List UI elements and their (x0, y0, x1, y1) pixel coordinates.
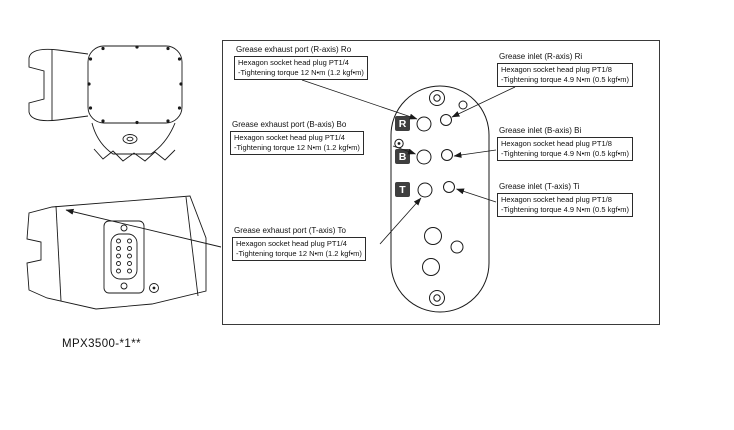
label-ri-plug: Hexagon socket head plug PT1/8 (501, 64, 612, 74)
dsub-pins (116, 238, 132, 274)
axis-marker-t-square (395, 182, 410, 197)
plate-hole-mid-2 (450, 240, 464, 254)
leader-bi (453, 149, 497, 158)
label-to-plug: Hexagon socket head plug PT1/4 (236, 238, 347, 248)
label-bo: Grease exhaust port (B-axis) Bo Hexagon … (230, 120, 364, 156)
connector-screw-bottom (120, 282, 128, 290)
leader-ro (301, 79, 418, 120)
label-ro-plug: Hexagon socket head plug PT1/4 (238, 57, 349, 67)
housing-small-port-dot (152, 286, 156, 290)
housing-seam-left (55, 205, 62, 302)
port-t-inlet (443, 181, 455, 193)
connector-plate (103, 220, 145, 294)
robot-bottom-view-drawing (26, 195, 207, 310)
label-ti-box: Hexagon socket head plug PT1/8 -Tighteni… (497, 192, 633, 218)
label-to-title: Grease exhaust port (T-axis) To (234, 226, 346, 235)
label-ri-box: Hexagon socket head plug PT1/8 -Tighteni… (497, 62, 633, 88)
housing-small-port (149, 283, 159, 293)
label-to-torque: -Tightening torque 12 N•m (1.2 kgf•m) (236, 248, 362, 258)
housing-outline (26, 195, 207, 310)
label-ti-title: Grease inlet (T-axis) Ti (499, 182, 580, 191)
label-ti: Grease inlet (T-axis) Ti Hexagon socket … (497, 182, 633, 218)
label-to-box: Hexagon socket head plug PT1/4 -Tighteni… (232, 236, 366, 262)
port-t-exhaust (417, 182, 433, 198)
detail-box-border (222, 40, 660, 325)
dsub-connector (110, 233, 138, 280)
model-label: MPX3500-*1** (62, 338, 141, 350)
label-ro: Grease exhaust port (R-axis) Ro Hexagon … (234, 45, 368, 81)
label-bo-torque: -Tightening torque 12 N•m (1.2 kgf•m) (234, 142, 360, 152)
label-bi-title: Grease inlet (B-axis) Bi (499, 126, 582, 135)
axis-marker-r-badge: R (395, 116, 410, 131)
plate-pin-hole-dot (397, 142, 401, 145)
label-bi-torque: -Tightening torque 4.9 N•m (0.5 kgf•m) (501, 148, 629, 158)
wrist-lower-taper (91, 122, 176, 155)
housing-seam-right (185, 196, 199, 297)
connector-screw-top (120, 224, 128, 232)
plate-small-hole-top (458, 100, 468, 110)
label-to: Grease exhaust port (T-axis) To Hexagon … (232, 226, 366, 262)
cover-screws (87, 45, 183, 125)
wrist-left-fork (28, 48, 89, 122)
label-ri-torque: -Tightening torque 4.9 N•m (0.5 kgf•m) (501, 74, 629, 84)
plate-screw-bottom-inner (433, 294, 441, 302)
port-b-inlet (441, 149, 453, 161)
leader-to (379, 197, 422, 245)
port-r-inlet (440, 114, 452, 126)
detail-callout-line (65, 208, 222, 248)
label-bo-title: Grease exhaust port (B-axis) Bo (232, 120, 347, 129)
robot-top-view-drawing (28, 45, 183, 162)
axis-marker-b-letter: B (399, 151, 407, 163)
leader-ri (451, 86, 516, 118)
label-ro-torque: -Tightening torque 12 N•m (1.2 kgf•m) (238, 67, 364, 77)
cutaway-zigzag (93, 148, 176, 162)
label-ro-title: Grease exhaust port (R-axis) Ro (236, 45, 352, 54)
label-ti-torque: -Tightening torque 4.9 N•m (0.5 kgf•m) (501, 204, 629, 214)
axis-marker-b-square (395, 149, 410, 164)
axis-marker-b-badge: B (395, 149, 410, 164)
label-bi-box: Hexagon socket head plug PT1/8 -Tighteni… (497, 136, 633, 162)
label-bo-box: Hexagon socket head plug PT1/4 -Tighteni… (230, 130, 364, 156)
port-b-exhaust (416, 149, 432, 165)
leader-lines (301, 79, 516, 245)
label-bo-plug: Hexagon socket head plug PT1/4 (234, 132, 345, 142)
plate-hole-mid-1 (424, 227, 442, 245)
axis-marker-r-letter: R (399, 118, 407, 130)
leader-bo (392, 145, 416, 155)
axis-marker-t-badge: T (395, 182, 410, 197)
plate-hole-mid-3 (422, 258, 440, 276)
plate-screw-top-inner (433, 94, 441, 102)
label-ri: Grease inlet (R-axis) Ri Hexagon socket … (497, 52, 633, 88)
wrist-bolt (122, 134, 138, 144)
label-ro-box: Hexagon socket head plug PT1/4 -Tighteni… (234, 55, 368, 81)
leader-ti (456, 188, 497, 203)
grease-plate (390, 85, 490, 313)
grease-plate-outline (390, 85, 490, 313)
label-ti-plug: Hexagon socket head plug PT1/8 (501, 194, 612, 204)
label-bi: Grease inlet (B-axis) Bi Hexagon socket … (497, 126, 633, 162)
port-r-exhaust (416, 116, 432, 132)
label-ri-title: Grease inlet (R-axis) Ri (499, 52, 583, 61)
axis-marker-r-square (395, 116, 410, 131)
wrist-cover (87, 45, 183, 124)
wrist-bolt-inner (126, 136, 134, 142)
label-bi-plug: Hexagon socket head plug PT1/8 (501, 138, 612, 148)
axis-marker-t-letter: T (399, 184, 406, 196)
detail-box-art: R B T (222, 40, 660, 325)
